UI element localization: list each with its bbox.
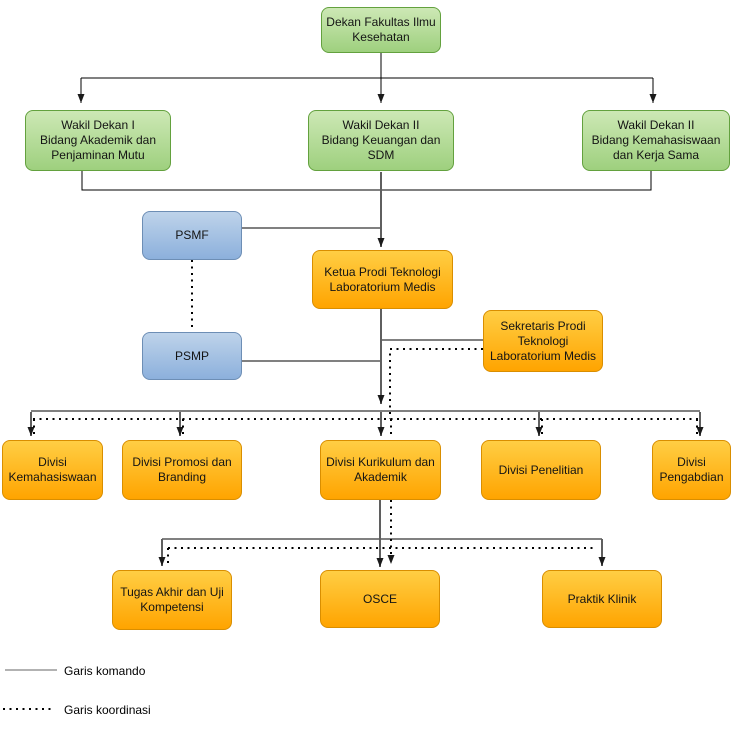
- node-psmf[interactable]: PSMF: [142, 211, 242, 260]
- node-divisi-pengabdian[interactable]: Divisi Pengabdian: [652, 440, 731, 500]
- node-divisi-kemahasiswaan-label: Divisi Kemahasiswaan: [8, 455, 97, 484]
- legend-koordinasi-label: Garis koordinasi: [64, 703, 151, 717]
- legend-komando-label: Garis komando: [64, 664, 146, 678]
- node-osce[interactable]: OSCE: [320, 570, 440, 628]
- node-divisi-penelitian[interactable]: Divisi Penelitian: [481, 440, 601, 500]
- edge-wakil-crossbar: [81, 171, 652, 191]
- node-praktik-klinik-label: Praktik Klinik: [567, 591, 637, 606]
- node-wakil-dekan-3[interactable]: Wakil Dekan II Bidang Kemahasiswaan dan …: [582, 110, 730, 171]
- node-wakil-dekan-3-label: Wakil Dekan II Bidang Kemahasiswaan dan …: [591, 118, 721, 162]
- node-tugas-akhir-label: Tugas Akhir dan Uji Kompetensi: [120, 585, 224, 614]
- node-wakil-dekan-1-label: Wakil Dekan I Bidang Akademik dan Penjam…: [39, 118, 157, 162]
- node-divisi-promosi-label: Divisi Promosi dan Branding: [132, 455, 232, 484]
- node-dekan-label: Dekan Fakultas Ilmu Kesehatan: [326, 15, 436, 44]
- node-psmp-label: PSMP: [174, 348, 209, 363]
- dotted-connectors: [33, 260, 700, 566]
- node-divisi-kurikulum[interactable]: Divisi Kurikulum dan Akademik: [320, 440, 441, 500]
- node-wakil-dekan-1[interactable]: Wakil Dekan I Bidang Akademik dan Penjam…: [25, 110, 171, 171]
- node-sekretaris-prodi[interactable]: Sekretaris Prodi Teknologi Laboratorium …: [483, 310, 603, 372]
- node-divisi-kemahasiswaan[interactable]: Divisi Kemahasiswaan: [2, 440, 103, 500]
- solid-connectors: [31, 53, 700, 540]
- node-ketua-prodi[interactable]: Ketua Prodi Teknologi Laboratorium Medis: [312, 250, 453, 309]
- node-ketua-prodi-label: Ketua Prodi Teknologi Laboratorium Medis: [324, 264, 441, 294]
- node-psmf-label: PSMF: [175, 228, 209, 242]
- edge-dekan-trunk: [81, 53, 653, 79]
- node-divisi-promosi[interactable]: Divisi Promosi dan Branding: [122, 440, 242, 500]
- node-tugas-akhir[interactable]: Tugas Akhir dan Uji Kompetensi: [112, 570, 232, 630]
- node-divisi-pengabdian-label: Divisi Pengabdian: [659, 455, 724, 484]
- node-sekretaris-prodi-label: Sekretaris Prodi Teknologi Laboratorium …: [489, 318, 597, 363]
- node-wakil-dekan-2[interactable]: Wakil Dekan II Bidang Keuangan dan SDM: [308, 110, 454, 171]
- edge-division-drops-dotted: [33, 419, 698, 437]
- node-psmp[interactable]: PSMP: [142, 332, 242, 380]
- node-wakil-dekan-2-label: Wakil Dekan II Bidang Keuangan dan SDM: [321, 118, 441, 162]
- node-divisi-kurikulum-label: Divisi Kurikulum dan Akademik: [326, 455, 435, 484]
- node-praktik-klinik[interactable]: Praktik Klinik: [542, 570, 662, 628]
- trunk-connectors: [27, 172, 704, 567]
- node-dekan[interactable]: Dekan Fakultas Ilmu Kesehatan: [321, 7, 441, 53]
- edge-sekretaris-dotted: [389, 348, 483, 419]
- node-divisi-penelitian-label: Divisi Penelitian: [498, 462, 584, 477]
- node-osce-label: OSCE: [362, 591, 397, 606]
